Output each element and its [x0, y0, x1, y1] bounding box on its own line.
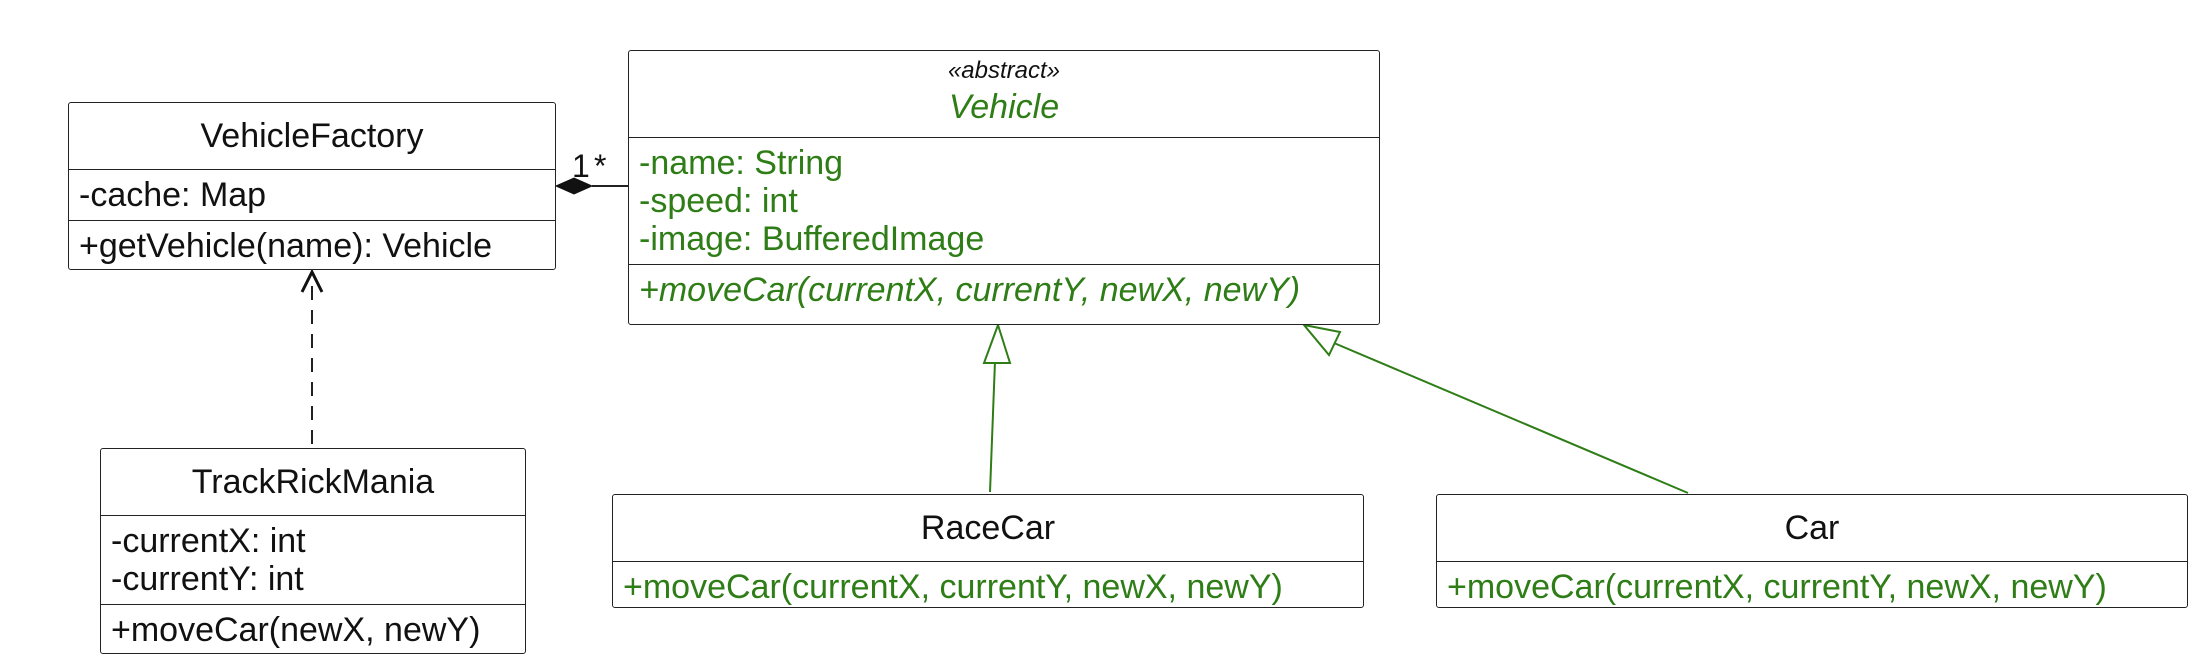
- dependency-arrowhead: [300, 268, 324, 293]
- operations-section: +moveCar(newX, newY): [101, 604, 525, 655]
- class-name: TrackRickMania: [191, 463, 435, 501]
- car-inheritance-line: [1333, 342, 1689, 494]
- operation: +moveCar(currentX, currentY, newX, newY): [623, 568, 1283, 606]
- composition-multiplicity-source: 1: [572, 148, 590, 184]
- attribute: -image: BufferedImage: [639, 220, 985, 258]
- operation: +moveCar(currentX, currentY, newX, newY): [639, 271, 1301, 309]
- composition-diamond: [554, 177, 594, 195]
- operations-section: +moveCar(currentX, currentY, newX, newY): [629, 264, 1379, 315]
- operation: +moveCar(newX, newY): [111, 611, 481, 649]
- class-track-rick-mania[interactable]: TrackRickMania -currentX: int -currentY:…: [100, 448, 526, 654]
- class-header: «abstract» Vehicle: [629, 51, 1379, 137]
- composition-multiplicity-target: *: [594, 148, 607, 184]
- operations-section: +getVehicle(name): Vehicle: [69, 220, 555, 271]
- car-inheritance-arrow: [1301, 323, 1342, 357]
- operations-section: +moveCar(currentX, currentY, newX, newY): [1437, 561, 2187, 612]
- racecar-inheritance-line: [989, 360, 996, 493]
- racecar-inheritance-arrow: [982, 321, 1012, 364]
- operation: +moveCar(currentX, currentY, newX, newY): [1447, 568, 2107, 606]
- operation: +getVehicle(name): Vehicle: [79, 227, 492, 265]
- attributes-section: -name: String -speed: int -image: Buffer…: [629, 137, 1379, 264]
- attribute: -cache: Map: [79, 176, 267, 214]
- attributes-section: -currentX: int -currentY: int: [101, 515, 525, 604]
- class-name: Car: [1784, 509, 1840, 547]
- class-race-car[interactable]: RaceCar +moveCar(currentX, currentY, new…: [612, 494, 1364, 608]
- stereotype-label: «abstract»: [947, 57, 1061, 84]
- class-name: VehicleFactory: [200, 117, 424, 155]
- class-name: Vehicle: [948, 88, 1060, 126]
- class-car[interactable]: Car +moveCar(currentX, currentY, newX, n…: [1436, 494, 2188, 608]
- attribute: -name: String: [639, 144, 844, 182]
- class-name: RaceCar: [920, 509, 1056, 547]
- class-vehicle-factory[interactable]: VehicleFactory -cache: Map +getVehicle(n…: [68, 102, 556, 270]
- attribute: -currentX: int: [111, 522, 306, 560]
- class-vehicle[interactable]: «abstract» Vehicle -name: String -speed:…: [628, 50, 1380, 325]
- attributes-section: -cache: Map: [69, 169, 555, 220]
- attribute: -currentY: int: [111, 560, 304, 598]
- attribute: -speed: int: [639, 182, 798, 220]
- operations-section: +moveCar(currentX, currentY, newX, newY): [613, 561, 1363, 612]
